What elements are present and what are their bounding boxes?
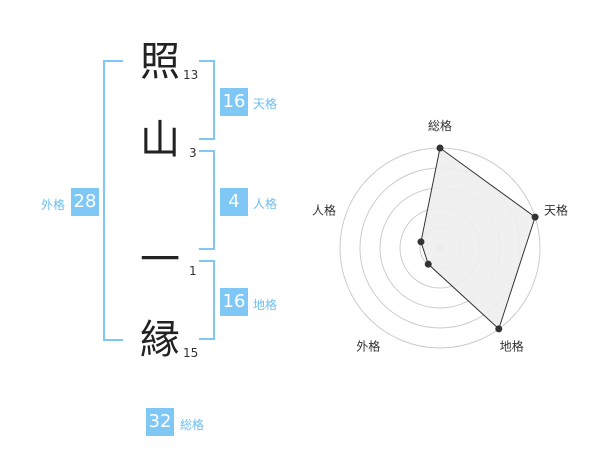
radar-point-5 (417, 238, 425, 246)
radar-axis-label-1: 総格 (428, 118, 452, 133)
stroke-count-3: 1 (189, 264, 197, 278)
name-char-4: 縁 (140, 317, 180, 363)
radar-area (420, 147, 536, 330)
radar-point-1 (436, 144, 444, 152)
radar-point-3 (495, 325, 503, 333)
tenkaku-bracket (199, 60, 215, 140)
chikaku-value: 16 (220, 288, 248, 316)
stroke-count-1: 13 (183, 68, 199, 82)
radar-point-2 (531, 213, 539, 221)
gaikaku-label: 外格 (41, 198, 66, 212)
radar-point-4 (424, 260, 432, 268)
stroke-count-2: 3 (189, 146, 197, 160)
soukaku-label: 総格 (180, 418, 205, 432)
jinkaku-value: 4 (220, 188, 248, 216)
soukaku-value: 32 (146, 408, 174, 436)
name-char-2: 山 (140, 117, 180, 163)
tenkaku-label: 天格 (253, 97, 278, 111)
radar-axis-label-5: 人格 (312, 202, 336, 217)
tenkaku-value: 16 (220, 88, 248, 116)
radar-axis-label-2: 天格 (544, 202, 568, 217)
chikaku-label: 地格 (253, 298, 278, 312)
gaikaku-value: 28 (71, 188, 99, 216)
radar-axis-label-4: 外格 (356, 339, 380, 354)
gaikaku-bracket (103, 60, 123, 341)
jinkaku-bracket (199, 150, 215, 250)
radar-series (417, 144, 539, 333)
name-char-3: 一 (140, 237, 180, 283)
stroke-count-4: 15 (183, 346, 199, 360)
chikaku-bracket (199, 260, 215, 340)
radar-axis-label-3: 地格 (500, 339, 524, 354)
jinkaku-label: 人格 (253, 197, 278, 211)
name-char-1: 照 (140, 39, 180, 85)
